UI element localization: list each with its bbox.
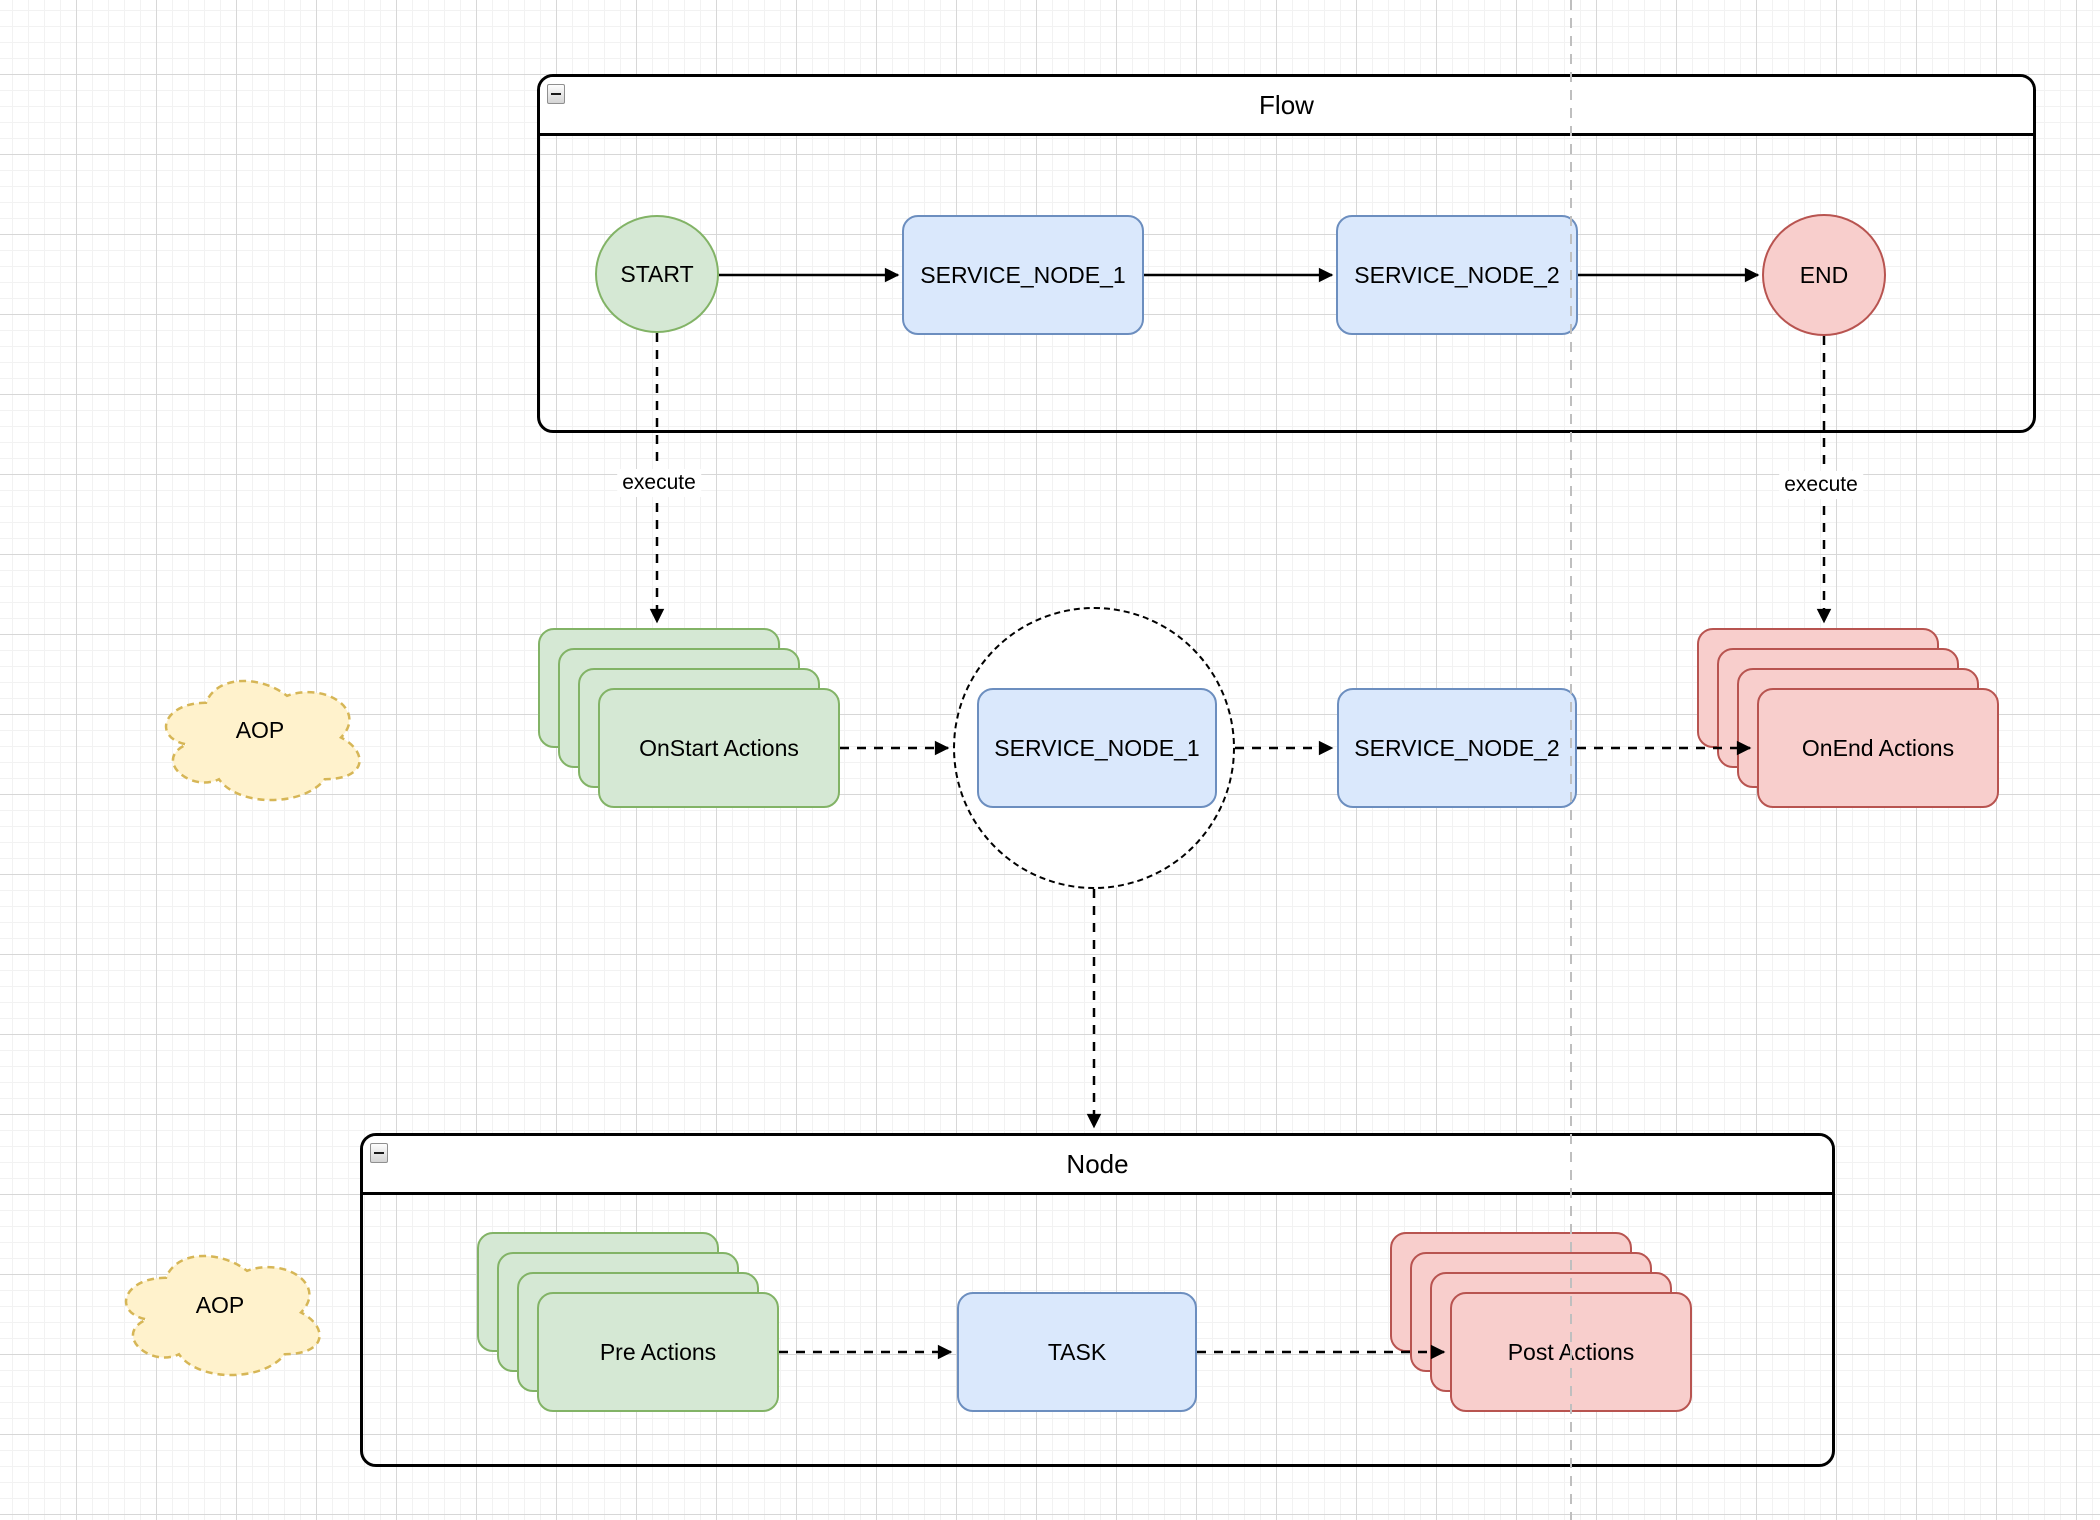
flow-container-titlebar: Flow (540, 77, 2033, 136)
cloud-icon (164, 679, 361, 802)
collapse-button[interactable] (370, 1143, 388, 1163)
onend-actions-card[interactable]: OnEnd Actions (1757, 688, 1999, 808)
onstart-actions-stack[interactable]: OnStart Actions (538, 628, 840, 808)
aop-service-node-1[interactable]: SERVICE_NODE_1 (977, 688, 1217, 808)
start-node[interactable]: START (595, 215, 719, 333)
flow-container-title: Flow (1259, 89, 1314, 120)
flow-container[interactable]: Flow (537, 74, 2036, 433)
node-container-title: Node (1066, 1148, 1129, 1179)
aop-service-node-2[interactable]: SERVICE_NODE_2 (1337, 688, 1577, 808)
onend-actions-stack[interactable]: OnEnd Actions (1697, 628, 1999, 808)
cloud-icon (124, 1254, 321, 1377)
post-actions-label: Post Actions (1507, 1338, 1635, 1365)
aop-cloud-middle-label: AOP (235, 717, 285, 743)
minus-icon (374, 1152, 384, 1154)
aop-cloud-middle[interactable]: AOP (152, 668, 368, 807)
pre-actions-label: Pre Actions (599, 1338, 717, 1365)
end-node-label: END (1799, 261, 1849, 288)
minus-icon (551, 93, 561, 95)
aop-cloud-node-label: AOP (195, 1292, 245, 1318)
pre-actions-card[interactable]: Pre Actions (537, 1292, 779, 1412)
flow-service-node-2-label: SERVICE_NODE_2 (1354, 261, 1560, 288)
pre-actions-stack[interactable]: Pre Actions (477, 1232, 779, 1412)
post-actions-stack[interactable]: Post Actions (1390, 1232, 1692, 1412)
aop-service-node-2-label: SERVICE_NODE_2 (1354, 734, 1560, 761)
flow-service-node-1-label: SERVICE_NODE_1 (920, 261, 1126, 288)
onstart-actions-card[interactable]: OnStart Actions (598, 688, 840, 808)
end-node[interactable]: END (1762, 214, 1886, 336)
aop-service-node-1-label: SERVICE_NODE_1 (994, 734, 1200, 761)
node-container-titlebar: Node (363, 1136, 1832, 1195)
execute-label-right[interactable]: execute (1779, 471, 1863, 499)
collapse-button[interactable] (547, 84, 565, 104)
execute-label-left[interactable]: execute (617, 469, 701, 497)
post-actions-card[interactable]: Post Actions (1450, 1292, 1692, 1412)
onstart-actions-label: OnStart Actions (639, 734, 799, 761)
start-node-label: START (620, 260, 694, 287)
node-container[interactable]: Node (360, 1133, 1835, 1467)
task-node-label: TASK (1047, 1338, 1107, 1365)
aop-cloud-node[interactable]: AOP (112, 1243, 328, 1382)
flow-service-node-1[interactable]: SERVICE_NODE_1 (902, 215, 1144, 335)
flow-service-node-2[interactable]: SERVICE_NODE_2 (1336, 215, 1578, 335)
onend-actions-label: OnEnd Actions (1801, 734, 1955, 761)
task-node[interactable]: TASK (957, 1292, 1197, 1412)
